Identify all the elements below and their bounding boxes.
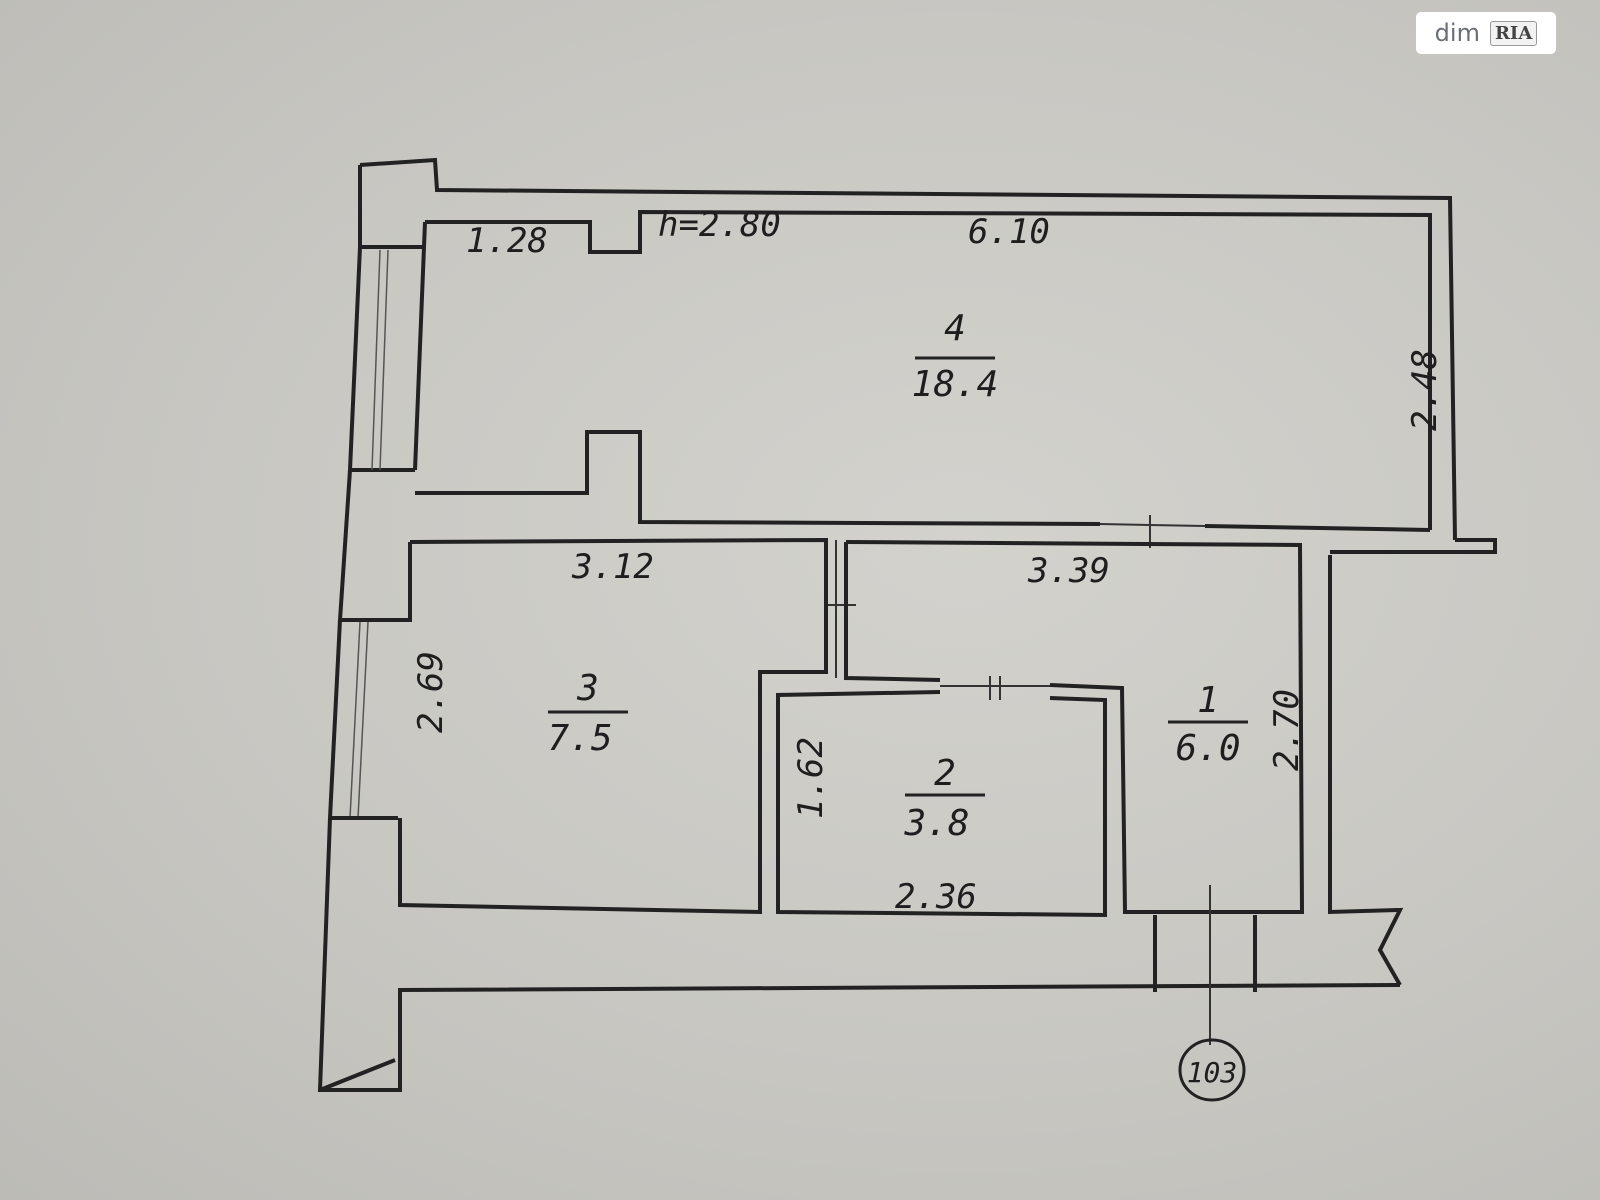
room-4-walls [413,221,1431,548]
room-4-area: 18.4 [912,364,999,405]
dim-room2-left: 1.62 [791,737,831,819]
room-1-area: 6.0 [1175,728,1240,769]
room-1-2-walls [776,540,1305,1045]
dim-room1-top: 3.39 [1027,551,1110,591]
ceiling-height-label: h=2.80 [658,205,781,245]
dim-room3-left: 2.69 [411,651,451,733]
watermark-badge: dim RIA [1416,12,1556,54]
unit-marker-label: 103 [1187,1056,1238,1089]
dim-room1-right: 2.70 [1267,689,1307,771]
room-2-number: 2 [934,753,956,794]
dim-room4-top: 6.10 [968,212,1050,252]
dim-room4-top-left: 1.28 [466,221,548,261]
dim-room2-bottom: 2.36 [895,877,977,917]
room-2-area: 3.8 [903,803,969,844]
room-1-number: 1 [1197,680,1219,721]
dim-room3-top: 3.12 [571,547,654,587]
room-3-area: 7.5 [547,718,612,759]
watermark-text: dim [1434,19,1480,47]
dim-room4-right: 2.48 [1405,349,1445,431]
room-3-number: 3 [576,668,599,709]
outer-walls [317,157,1497,1092]
unit-marker-circle [1178,1038,1246,1102]
ria-logo: RIA [1489,20,1538,46]
room-3-walls [398,537,856,915]
room-4-number: 4 [944,308,966,349]
